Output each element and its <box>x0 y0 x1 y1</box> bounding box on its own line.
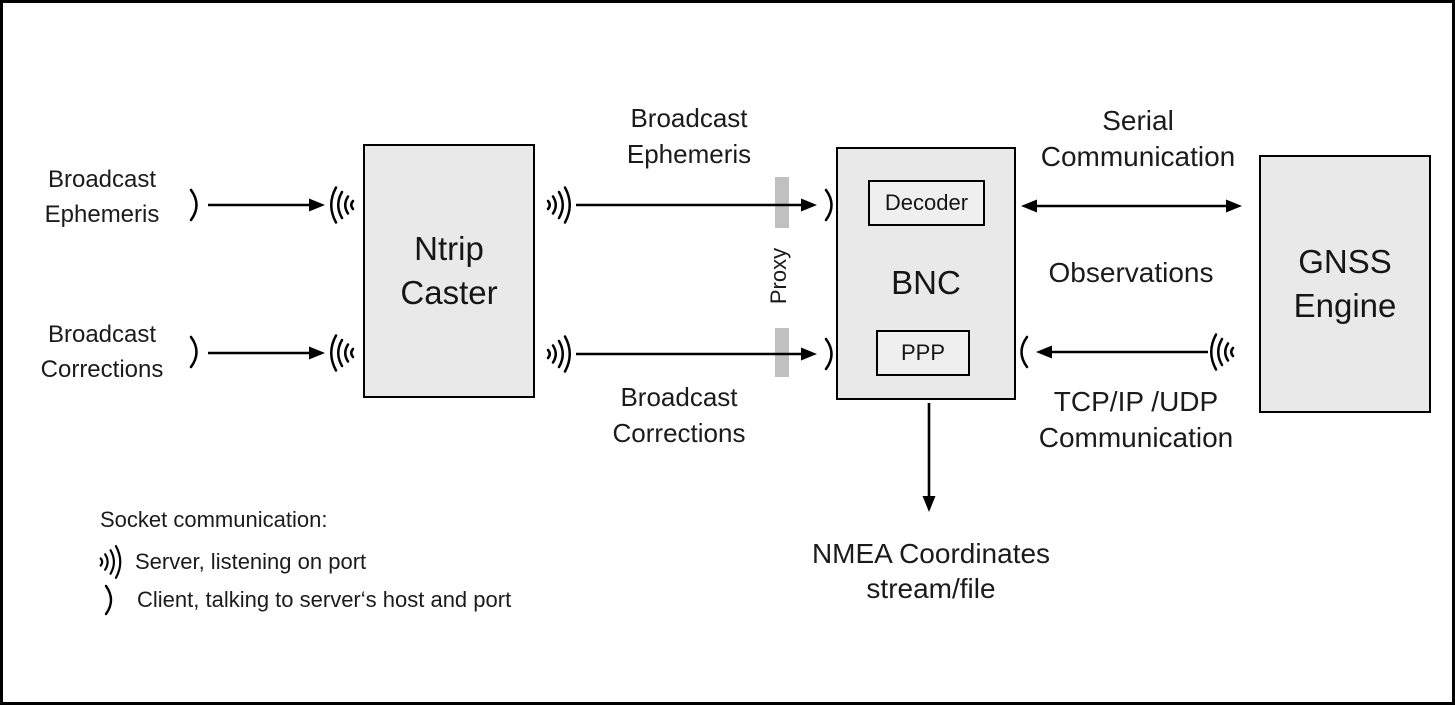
server-socket-icon <box>546 335 571 373</box>
nmea-output-label: NMEA Coordinates stream/file <box>811 538 1051 604</box>
client-socket-icon <box>1020 335 1029 369</box>
gnss-engine-label-line1: GNSS <box>1298 243 1392 280</box>
client-socket-icon <box>824 337 833 371</box>
ntrip-caster-label-line1: Ntrip <box>414 230 484 267</box>
decoder-label: Decoder <box>884 190 969 215</box>
observations-label: Observations <box>1048 257 1214 288</box>
client-socket-icon <box>189 335 198 369</box>
broadcast-ephemeris-left-label: Broadcast Ephemeris <box>44 166 160 228</box>
serial-communication-label: Serial Communication <box>1040 105 1236 172</box>
legend-client-item: Client, talking to server‘s host and por… <box>103 580 511 620</box>
gnss-engine-label-line2: Engine <box>1293 287 1397 324</box>
server-socket-icon <box>1210 333 1235 371</box>
server-socket-icon <box>546 186 571 224</box>
client-socket-icon <box>824 188 833 222</box>
decoder-box: Decoder <box>868 180 985 226</box>
server-socket-icon <box>99 545 122 579</box>
broadcast-corrections-left-label: Broadcast Corrections <box>40 321 164 383</box>
legend-server-item: Server, listening on port <box>97 542 366 582</box>
server-socket-icon <box>330 186 355 224</box>
gnss-engine-box: GNSS Engine <box>1259 155 1431 413</box>
broadcast-corrections-mid-label: Broadcast Corrections <box>612 382 746 448</box>
client-socket-icon <box>189 188 198 222</box>
legend-server-text: Server, listening on port <box>135 549 367 574</box>
server-socket-icon <box>330 334 355 372</box>
legend-client-text: Client, talking to server‘s host and por… <box>137 587 512 612</box>
broadcast-ephemeris-mid-label: Broadcast Ephemeris <box>626 103 752 169</box>
proxy-label: Proxy <box>766 247 791 305</box>
bnc-label: BNC <box>891 264 961 301</box>
tcp-udp-communication-label: TCP/IP /UDP Communication <box>1038 386 1234 453</box>
bnc-box: Decoder BNC PPP <box>836 147 1016 400</box>
ntrip-caster-label-line2: Caster <box>400 274 498 311</box>
client-socket-icon <box>104 584 113 616</box>
ntrip-caster-box: Ntrip Caster <box>363 144 535 398</box>
ppp-label: PPP <box>900 340 946 365</box>
ppp-box: PPP <box>876 330 970 376</box>
legend-title: Socket communication: <box>100 507 328 532</box>
